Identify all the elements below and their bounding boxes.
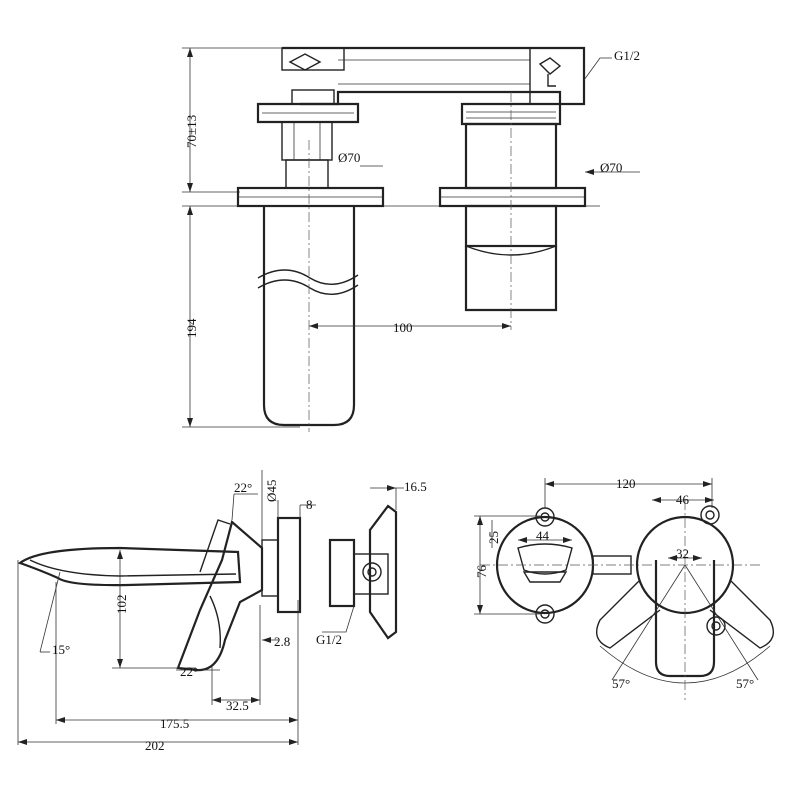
rotation-left-label: 57° [612,676,630,691]
left-diameter-label: Ø70 [338,150,360,165]
side-thread-label: G1/2 [316,632,342,647]
spout-side [17,546,242,587]
right-diameter-label: Ø70 [600,160,622,175]
spout-angle-label: 15° [52,642,70,657]
connecting-pipe [282,46,586,106]
gap-label: 2.8 [274,634,290,649]
front-view: 70±13 194 [182,46,640,432]
handle-width-label: 32.5 [226,698,249,713]
valve-body [460,102,562,126]
valve-side [328,538,356,608]
handle-height-label: 102 [114,595,129,615]
spacing-46-label: 46 [676,492,690,507]
plate-thickness-label: 8 [306,497,313,512]
center-distance-label: 100 [393,320,413,335]
plate-diameter-label: Ø45 [264,480,279,502]
spout-reach-label: 175.5 [160,716,189,731]
wall-plate-side [276,516,302,614]
side-view: 202 175.5 32.5 102 15° 22° 22° Ø45 8 [17,470,427,753]
overall-length-label: 202 [145,738,165,753]
height-range-label: 70±13 [184,115,199,148]
height-76-label: 76 [474,565,489,579]
top-thread-label: G1/2 [614,48,640,63]
height-25-label: 25 [486,531,501,544]
lever-angle-label: 22° [180,664,198,679]
width-32-label: 32 [676,546,689,561]
spout-height-label: 194 [184,318,199,338]
width-44-label: 44 [536,528,550,543]
rotation-right-label: 57° [736,676,754,691]
top-angle-label: 22° [234,480,252,495]
body-depth-label: 16.5 [404,479,427,494]
spacing-120-label: 120 [616,476,636,491]
top-view: 57° 57° 120 46 76 25 44 32 [474,476,774,700]
